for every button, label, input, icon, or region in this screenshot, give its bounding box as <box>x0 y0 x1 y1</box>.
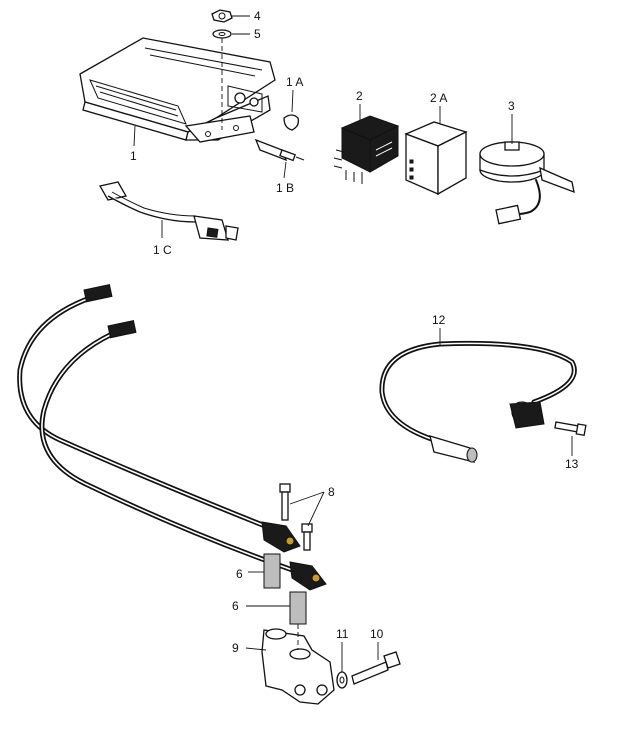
wiring-harness <box>98 181 239 241</box>
callout-3: 3 <box>508 99 515 113</box>
callout-6-lower: 6 <box>232 599 239 613</box>
speed-sensor-upper <box>261 521 301 589</box>
relay <box>333 115 400 184</box>
callout-2: 2 <box>356 89 363 103</box>
callout-8: 8 <box>328 485 335 499</box>
callout-1a: 1 A <box>286 75 303 89</box>
callout-5: 5 <box>254 27 261 41</box>
relay-module <box>404 121 468 196</box>
callout-1c: 1 C <box>153 243 172 257</box>
cap <box>283 114 300 131</box>
nut <box>211 9 233 23</box>
callout-10: 10 <box>370 627 384 641</box>
sensor-cable-lower <box>39 320 301 575</box>
callout-13: 13 <box>565 457 579 471</box>
bracket-washer <box>336 671 348 689</box>
bolts <box>279 483 313 551</box>
callout-11: 11 <box>336 627 349 641</box>
callout-2a: 2 A <box>430 91 447 105</box>
callout-1: 1 <box>130 149 137 163</box>
sensor-plug <box>254 138 305 162</box>
sensor-bracket <box>261 628 335 705</box>
callout-9: 9 <box>232 641 239 655</box>
control-unit <box>79 37 276 143</box>
washer <box>212 29 232 39</box>
callout-12: 12 <box>432 313 446 327</box>
motor <box>479 141 575 225</box>
callout-6-upper: 6 <box>236 567 243 581</box>
callout-1b: 1 B <box>276 181 294 195</box>
speed-sensor-lower <box>289 561 327 625</box>
bracket-bolt <box>351 651 401 685</box>
leader-lines <box>133 15 573 672</box>
sensor-13 <box>509 401 587 436</box>
callout-4: 4 <box>254 9 261 23</box>
sensor-cable-upper <box>17 284 273 531</box>
sensor-cable-12 <box>379 340 577 463</box>
